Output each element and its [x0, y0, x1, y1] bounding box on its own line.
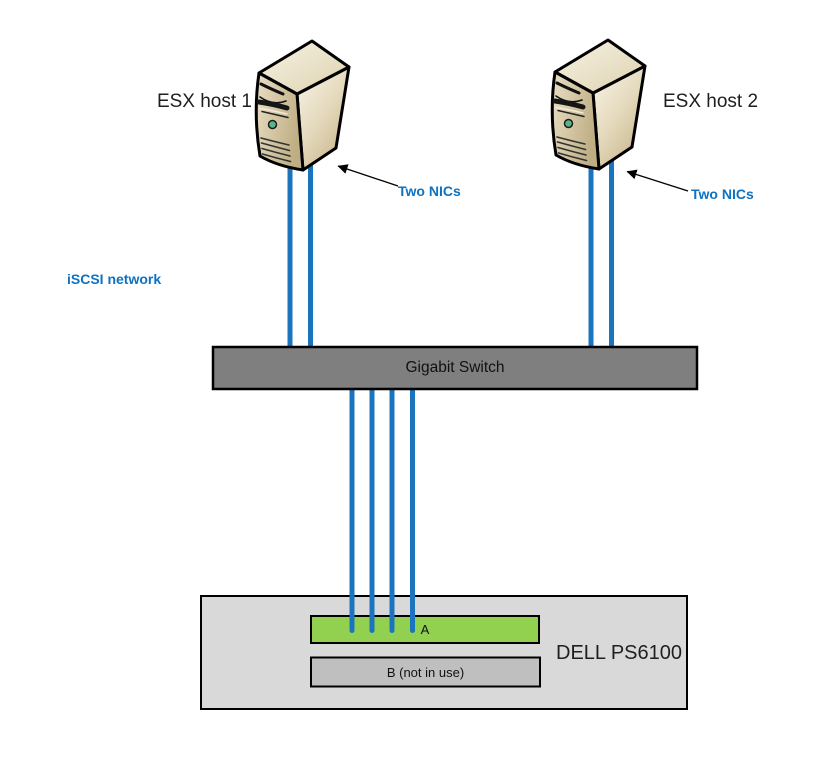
two-nics-label-host1: Two NICs [398, 183, 461, 199]
storage-box [200, 595, 688, 710]
iscsi-network-label: iSCSI network [67, 271, 162, 287]
two-nics-arrow-host1 [337, 164, 399, 187]
controller-b-bar [310, 656, 541, 688]
gigabit-switch-box [211, 345, 699, 391]
storage-model-label: DELL PS6100 [556, 642, 683, 664]
server-icon-host1 [256, 41, 349, 170]
network-cables [287, 143, 614, 633]
controller-a-bar [310, 615, 540, 644]
host1-label: ESX host 1 [156, 91, 252, 112]
two-nics-arrow-host2 [626, 169, 689, 192]
controller-a-label: A [420, 621, 430, 637]
server-icon-host2 [552, 40, 645, 169]
controller-b-label: B (not in use) [386, 664, 465, 680]
two-nics-label-host2: Two NICs [691, 186, 754, 202]
gigabit-switch-label: Gigabit Switch [405, 359, 505, 376]
host2-label: ESX host 2 [663, 91, 759, 112]
